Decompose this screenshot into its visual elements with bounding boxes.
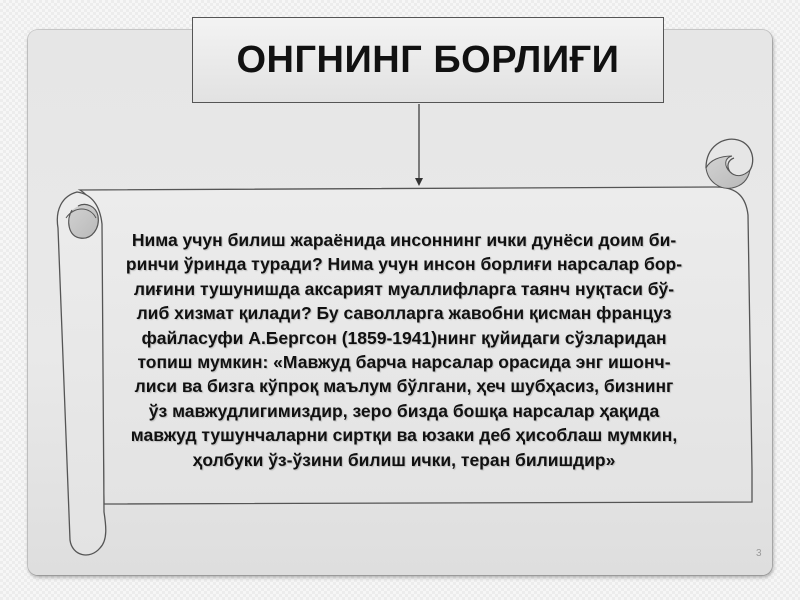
body-line: топиш мумкин: «Мавжуд барча нарсалар ора…	[137, 352, 671, 373]
scroll-left-roll	[56, 191, 107, 556]
body-line: ринчи ўринда туради? Нима учун инсон бор…	[125, 254, 683, 275]
scroll-left-curl	[68, 203, 99, 239]
body-text: Нима учун билиш жараёнида инсоннинг ички…	[84, 228, 724, 472]
slide-title: ОНГНИНГ БОРЛИҒИ	[236, 38, 620, 81]
body-line: лиғини тушунишда аксарият муаллифларга т…	[133, 278, 675, 299]
body-line: мавжуд тушунчаларни сиртқи ва юзаки деб …	[130, 425, 678, 446]
body-line: ҳолбуки ўз-ўзини билиш ички, теран билиш…	[192, 449, 616, 470]
body-line: ўз мавжудлигимиздир, зеро бизда бошқа на…	[148, 400, 660, 421]
scroll-right-top-curl-shadow	[705, 155, 751, 189]
body-line: либ хизмат қилади? Бу саволларга жавобни…	[136, 303, 672, 324]
body-line: лиси ва бизга кўпроқ маълум бўлгани, ҳеч…	[134, 376, 674, 397]
scroll-left-curl-edge	[65, 208, 97, 219]
body-line: файласуфи А.Бергсон (1859-1941)нинг қуйи…	[141, 327, 667, 348]
connector-arrow	[415, 104, 423, 186]
body-line: Нима учун билиш жараёнида инсоннинг ички…	[131, 230, 677, 250]
title-box: ОНГНИНГ БОРЛИҒИ	[192, 17, 664, 103]
page-number: 3	[756, 548, 762, 559]
